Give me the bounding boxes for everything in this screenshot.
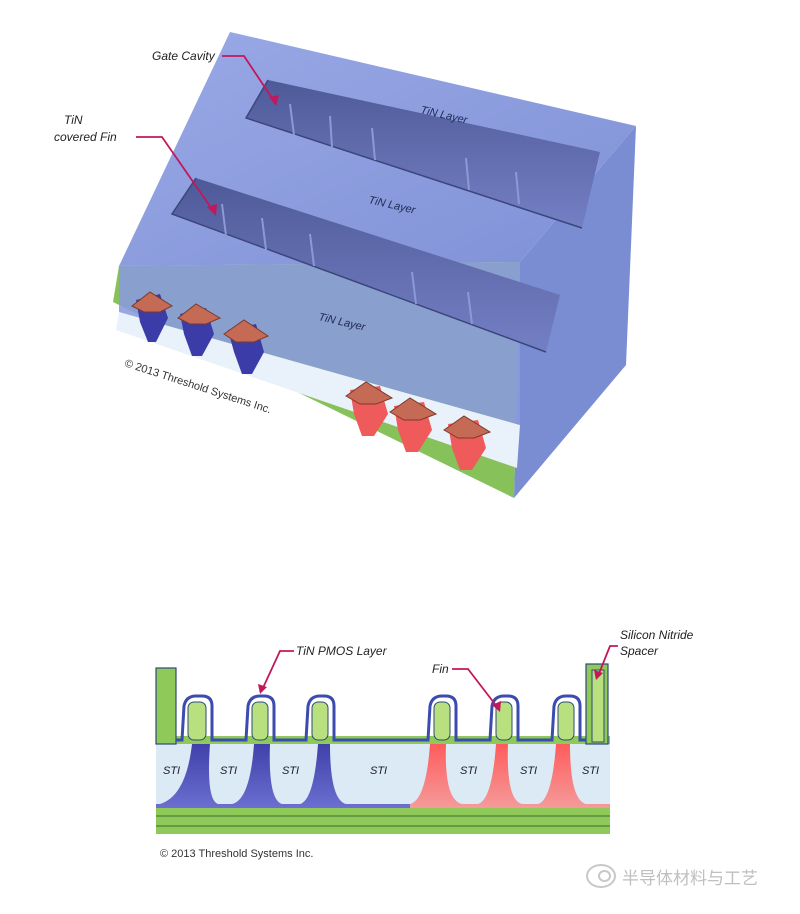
fin-arrowhead bbox=[492, 701, 501, 712]
spacer-arrowhead bbox=[594, 670, 603, 680]
gate-cavity-arrowhead bbox=[269, 95, 279, 106]
sti-label-3: STI bbox=[282, 765, 299, 777]
spacer-label-line2: Spacer bbox=[620, 644, 659, 658]
gate-cavity-label: Gate Cavity bbox=[152, 49, 216, 63]
gate-cavity-1 bbox=[244, 79, 600, 229]
top-3d-diagram: TiN Layer TiN Layer TiN Layer Gate Cavit… bbox=[54, 32, 636, 498]
bottom-cross-section: STI STI STI STI STI STI STI TiN PMOS Lay… bbox=[155, 628, 694, 860]
tin-covered-fin-label-line1: TiN bbox=[64, 113, 83, 127]
tin-pmos-arrowhead bbox=[258, 684, 267, 694]
fin-leader bbox=[452, 668, 499, 709]
wechat-icon bbox=[586, 864, 616, 888]
gate-cavity-leader bbox=[222, 55, 277, 105]
fin-label: Fin bbox=[432, 662, 449, 676]
substrate-green bbox=[156, 806, 610, 834]
sti-label-4: STI bbox=[370, 765, 387, 777]
block-right-face bbox=[514, 126, 636, 498]
bottom-copyright: © 2013 Threshold Systems Inc. bbox=[160, 848, 313, 860]
left-spacer bbox=[155, 667, 177, 745]
spacer-cap bbox=[591, 669, 605, 743]
gate-cavity-2 bbox=[170, 177, 560, 353]
fins bbox=[187, 701, 575, 741]
spacer-leader bbox=[597, 645, 618, 677]
fin-caps bbox=[131, 291, 492, 439]
sti-label-2: STI bbox=[220, 765, 237, 777]
sti-label-1: STI bbox=[163, 765, 180, 777]
tin-covered-fin-arrowhead bbox=[207, 204, 217, 216]
watermark-text: 半导体材料与工艺 bbox=[622, 868, 758, 889]
sti-label-6: STI bbox=[520, 765, 537, 777]
sti-label-5: STI bbox=[460, 765, 477, 777]
watermark: 半导体材料与工艺 bbox=[586, 858, 796, 894]
tin-pmos-layer-label: TiN PMOS Layer bbox=[296, 644, 388, 658]
tin-pmos-outline bbox=[176, 694, 586, 742]
tin-covered-fin-label-line2: covered Fin bbox=[54, 130, 117, 144]
sti-label-7: STI bbox=[582, 765, 599, 777]
tin-pmos-leader bbox=[261, 650, 294, 691]
tin-covered-fin-leader bbox=[136, 136, 215, 213]
sti-regions bbox=[156, 744, 610, 804]
spacer-label-line1: Silicon Nitride bbox=[620, 628, 694, 642]
